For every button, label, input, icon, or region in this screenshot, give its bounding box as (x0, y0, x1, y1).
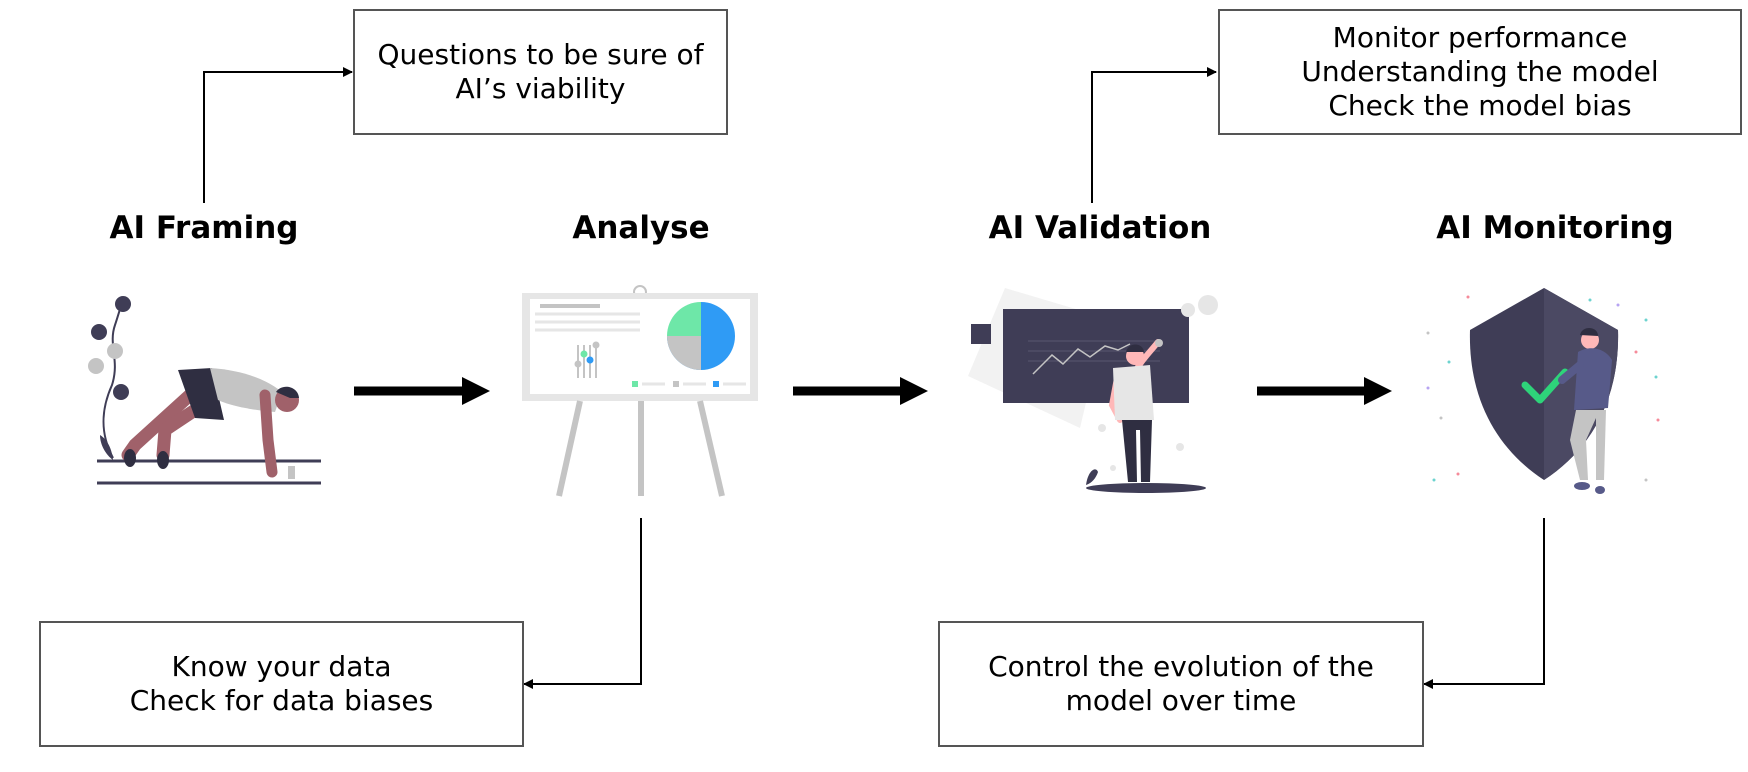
stage-title-analyse: Analyse (572, 210, 710, 246)
note-monitoring-line-2: model over time (1065, 684, 1297, 717)
connector-framing-to-note (203, 67, 353, 203)
presentation-easel-icon (522, 285, 758, 497)
note-analyse: Know your data Check for data biases (39, 621, 524, 747)
note-framing-line-2: AI’s viability (455, 72, 626, 105)
note-validation-line-3: Check the model bias (1328, 89, 1632, 122)
note-monitoring-line-1: Control the evolution of the (988, 650, 1374, 683)
connector-analyse-to-note (523, 518, 642, 689)
stage-title-validation: AI Validation (988, 210, 1212, 246)
flow-arrow-1 (354, 377, 490, 405)
stage-title-monitoring: AI Monitoring (1436, 210, 1674, 246)
note-framing-line-1: Questions to be sure of (377, 38, 704, 71)
flow-arrow-2 (793, 377, 928, 405)
note-validation-line-1: Monitor performance (1332, 21, 1628, 54)
stage-title-framing: AI Framing (109, 210, 299, 246)
security-shield-icon (1426, 288, 1660, 494)
flow-arrow-3 (1257, 377, 1392, 405)
note-validation-line-2: Understanding the model (1301, 55, 1659, 88)
note-monitoring: Control the evolution of the model over … (938, 621, 1424, 747)
note-validation: Monitor performance Understanding the mo… (1218, 9, 1742, 135)
person-starting-race-icon (88, 296, 321, 485)
note-analyse-line-2: Check for data biases (129, 684, 434, 717)
connector-validation-to-note (1091, 67, 1217, 203)
note-analyse-line-1: Know your data (171, 650, 392, 683)
note-framing: Questions to be sure of AI’s viability (353, 9, 728, 135)
connector-monitoring-to-note (1423, 518, 1545, 689)
person-at-chalkboard-icon (968, 288, 1218, 493)
